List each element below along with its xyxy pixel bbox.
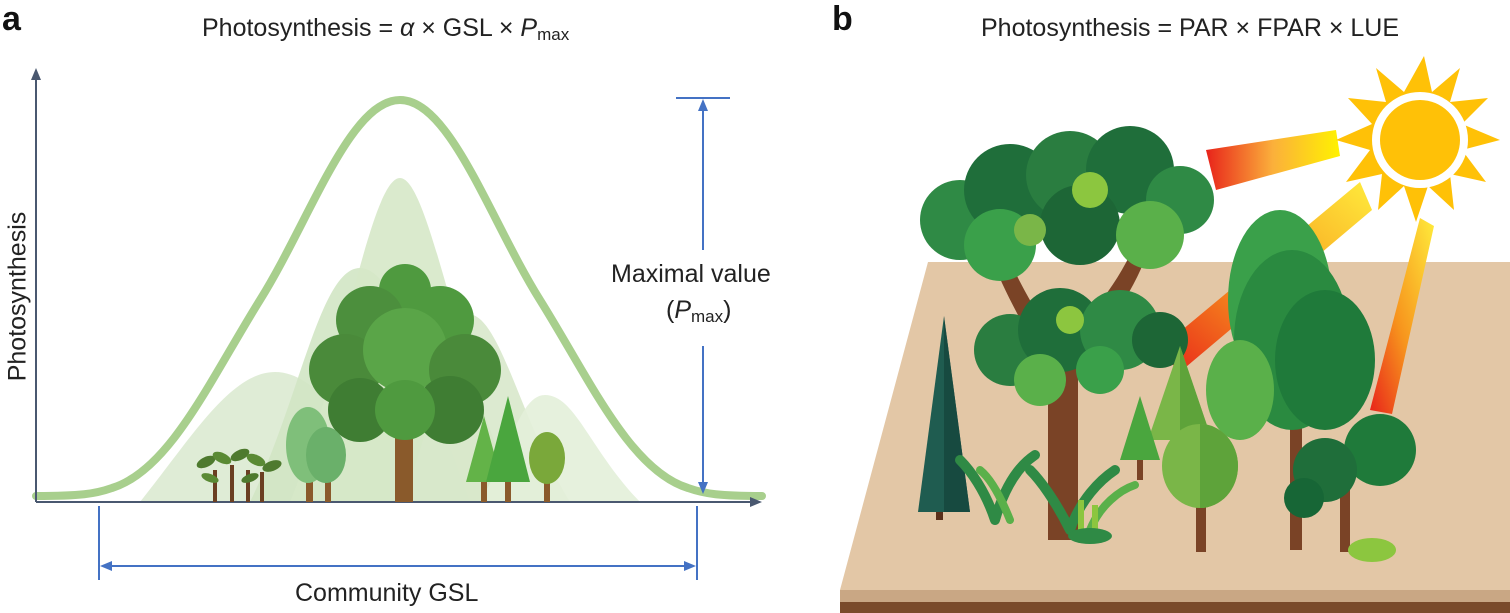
formula-p: P bbox=[520, 14, 538, 42]
panel-b-illustration bbox=[840, 56, 1510, 613]
panel-a-graph bbox=[31, 68, 766, 580]
gsl-arrow-right-head bbox=[684, 561, 696, 571]
ground-base bbox=[840, 602, 1510, 613]
shrub-trees-icon bbox=[1284, 414, 1416, 562]
formula-sub: max bbox=[537, 25, 570, 44]
panel-a-letter: a bbox=[2, 0, 21, 38]
panel-a-formula: Photosynthesis = α × GSL × Pmax bbox=[202, 14, 569, 45]
fern-plants-icon bbox=[955, 450, 1139, 544]
sun-icon bbox=[1336, 56, 1500, 222]
panel-b-letter: b bbox=[832, 0, 853, 38]
x-axis-arrowhead bbox=[750, 497, 762, 507]
pmax-arrow-down-head bbox=[698, 482, 708, 494]
pmax-sub: max bbox=[691, 307, 724, 326]
pmax-p: P bbox=[674, 296, 692, 324]
pmax-label-line1: Maximal value bbox=[611, 260, 771, 288]
x-span-label: Community GSL bbox=[295, 579, 479, 607]
pmax-arrow-up-head bbox=[698, 99, 708, 111]
seedlings-icon bbox=[196, 448, 282, 502]
photosynthesis-curve bbox=[32, 95, 766, 500]
pmax-label-line2: (Pmax) bbox=[666, 296, 731, 327]
oval-trees-icon bbox=[1206, 210, 1375, 550]
big-tree-icon bbox=[309, 264, 501, 502]
gsl-arrow-left-head bbox=[100, 561, 112, 571]
conifer-trees-icon bbox=[466, 396, 565, 502]
round-tree-front-icon bbox=[1162, 424, 1238, 552]
y-axis-arrowhead bbox=[31, 68, 41, 80]
panel-b-formula: Photosynthesis = PAR × FPAR × LUE bbox=[981, 14, 1400, 42]
pmax-open-paren: ( bbox=[666, 296, 675, 324]
formula-alpha: α bbox=[400, 14, 415, 42]
y-axis-label: Photosynthesis bbox=[3, 211, 32, 382]
canopy-tree-icon bbox=[920, 126, 1214, 540]
formula-lhs: Photosynthesis = bbox=[202, 14, 401, 42]
round-tree-icon bbox=[286, 407, 346, 502]
sun-ray-1 bbox=[1206, 130, 1340, 190]
ground-side bbox=[840, 590, 1510, 602]
formula-mid: × GSL × bbox=[414, 14, 521, 42]
sun-ray-3 bbox=[1370, 218, 1434, 414]
pmax-close-paren: ) bbox=[723, 296, 732, 324]
